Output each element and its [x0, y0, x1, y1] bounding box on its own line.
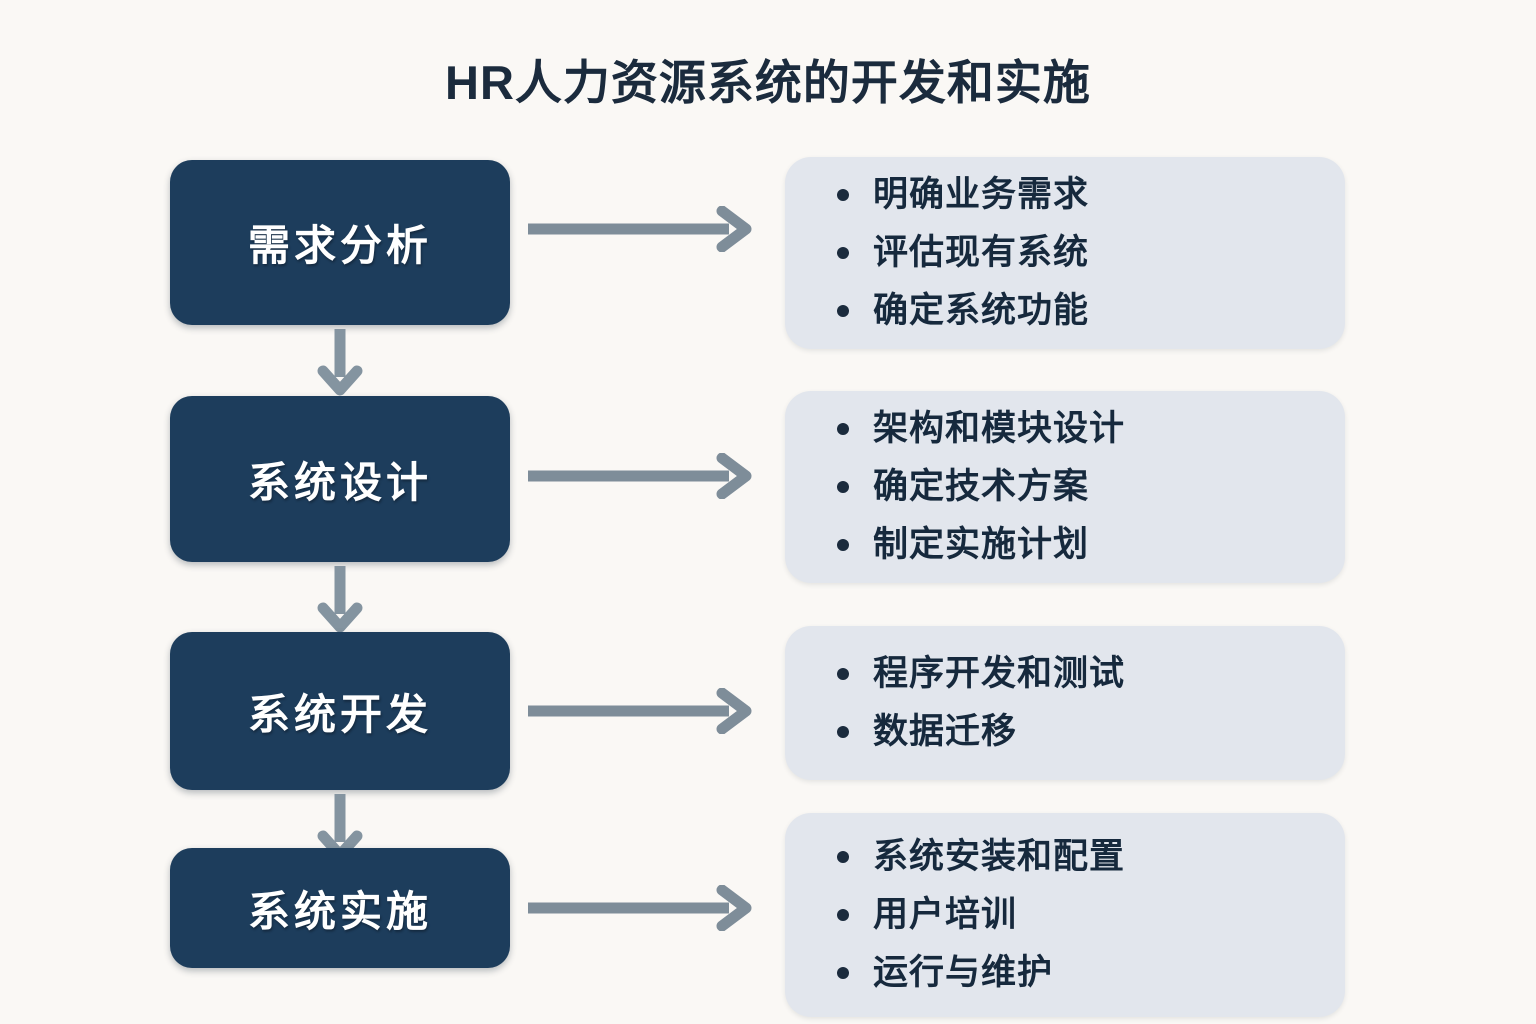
list-item: 用户培训 — [837, 893, 1345, 937]
list-item: 制定实施计划 — [837, 523, 1345, 567]
detail-panel-3: 程序开发和测试 数据迁移 — [785, 626, 1345, 780]
stage-box-2[interactable]: 系统设计 — [170, 396, 510, 562]
list-item: 程序开发和测试 — [837, 652, 1345, 696]
detail-text: 系统安装和配置 — [873, 836, 1126, 876]
list-item: 运行与维护 — [837, 951, 1345, 995]
detail-panel-2: 架构和模块设计 确定技术方案 制定实施计划 — [785, 391, 1345, 583]
page-title: HR人力资源系统的开发和实施 — [445, 56, 1091, 109]
detail-text: 程序开发和测试 — [873, 653, 1126, 693]
list-item: 数据迁移 — [837, 710, 1345, 754]
arrow-stage-1-to-details — [524, 205, 764, 253]
arrow-stage-4-to-details — [524, 884, 764, 932]
stage-box-1[interactable]: 需求分析 — [170, 160, 510, 325]
detail-panel-1: 明确业务需求 评估现有系统 确定系统功能 — [785, 157, 1345, 349]
stage-label-1: 需求分析 — [247, 222, 432, 269]
stage-label-3: 系统开发 — [247, 690, 432, 738]
bullet-icon — [837, 850, 849, 863]
detail-text: 确定系统功能 — [873, 291, 1090, 331]
detail-text: 评估现有系统 — [873, 232, 1090, 272]
list-item: 明确业务需求 — [837, 173, 1345, 217]
detail-text: 制定实施计划 — [873, 525, 1090, 565]
list-item: 系统安装和配置 — [837, 835, 1345, 879]
list-item: 确定系统功能 — [837, 289, 1345, 333]
detail-text: 确定技术方案 — [873, 466, 1090, 506]
stage-box-4[interactable]: 系统实施 — [170, 848, 510, 968]
detail-text: 架构和模块设计 — [873, 408, 1126, 448]
stage-label-4: 系统实施 — [247, 887, 432, 935]
bullet-icon — [837, 726, 849, 739]
detail-text: 数据迁移 — [873, 712, 1018, 751]
detail-text: 明确业务需求 — [873, 174, 1090, 214]
detail-panel-4: 系统安装和配置 用户培训 运行与维护 — [785, 813, 1345, 1017]
arrow-stage-1-to-stage-2 — [316, 327, 364, 397]
bullet-icon — [837, 909, 849, 921]
bullet-icon — [837, 967, 849, 980]
bullet-icon — [837, 667, 849, 680]
bullet-icon — [837, 422, 849, 435]
detail-text: 运行与维护 — [873, 953, 1054, 993]
bullet-icon — [837, 188, 849, 201]
arrow-stage-3-to-details — [524, 687, 764, 735]
arrow-stage-2-to-stage-3 — [316, 564, 364, 634]
bullet-icon — [837, 305, 849, 318]
list-item: 评估现有系统 — [837, 231, 1345, 275]
bullet-icon — [837, 481, 849, 493]
arrow-stage-2-to-details — [524, 452, 764, 500]
bullet-icon — [837, 247, 849, 259]
stage-label-2: 系统设计 — [247, 458, 432, 506]
bullet-icon — [837, 539, 849, 552]
detail-text: 用户培训 — [873, 894, 1018, 934]
stage-box-3[interactable]: 系统开发 — [170, 632, 510, 790]
list-item: 确定技术方案 — [837, 465, 1345, 509]
list-item: 架构和模块设计 — [837, 407, 1345, 451]
